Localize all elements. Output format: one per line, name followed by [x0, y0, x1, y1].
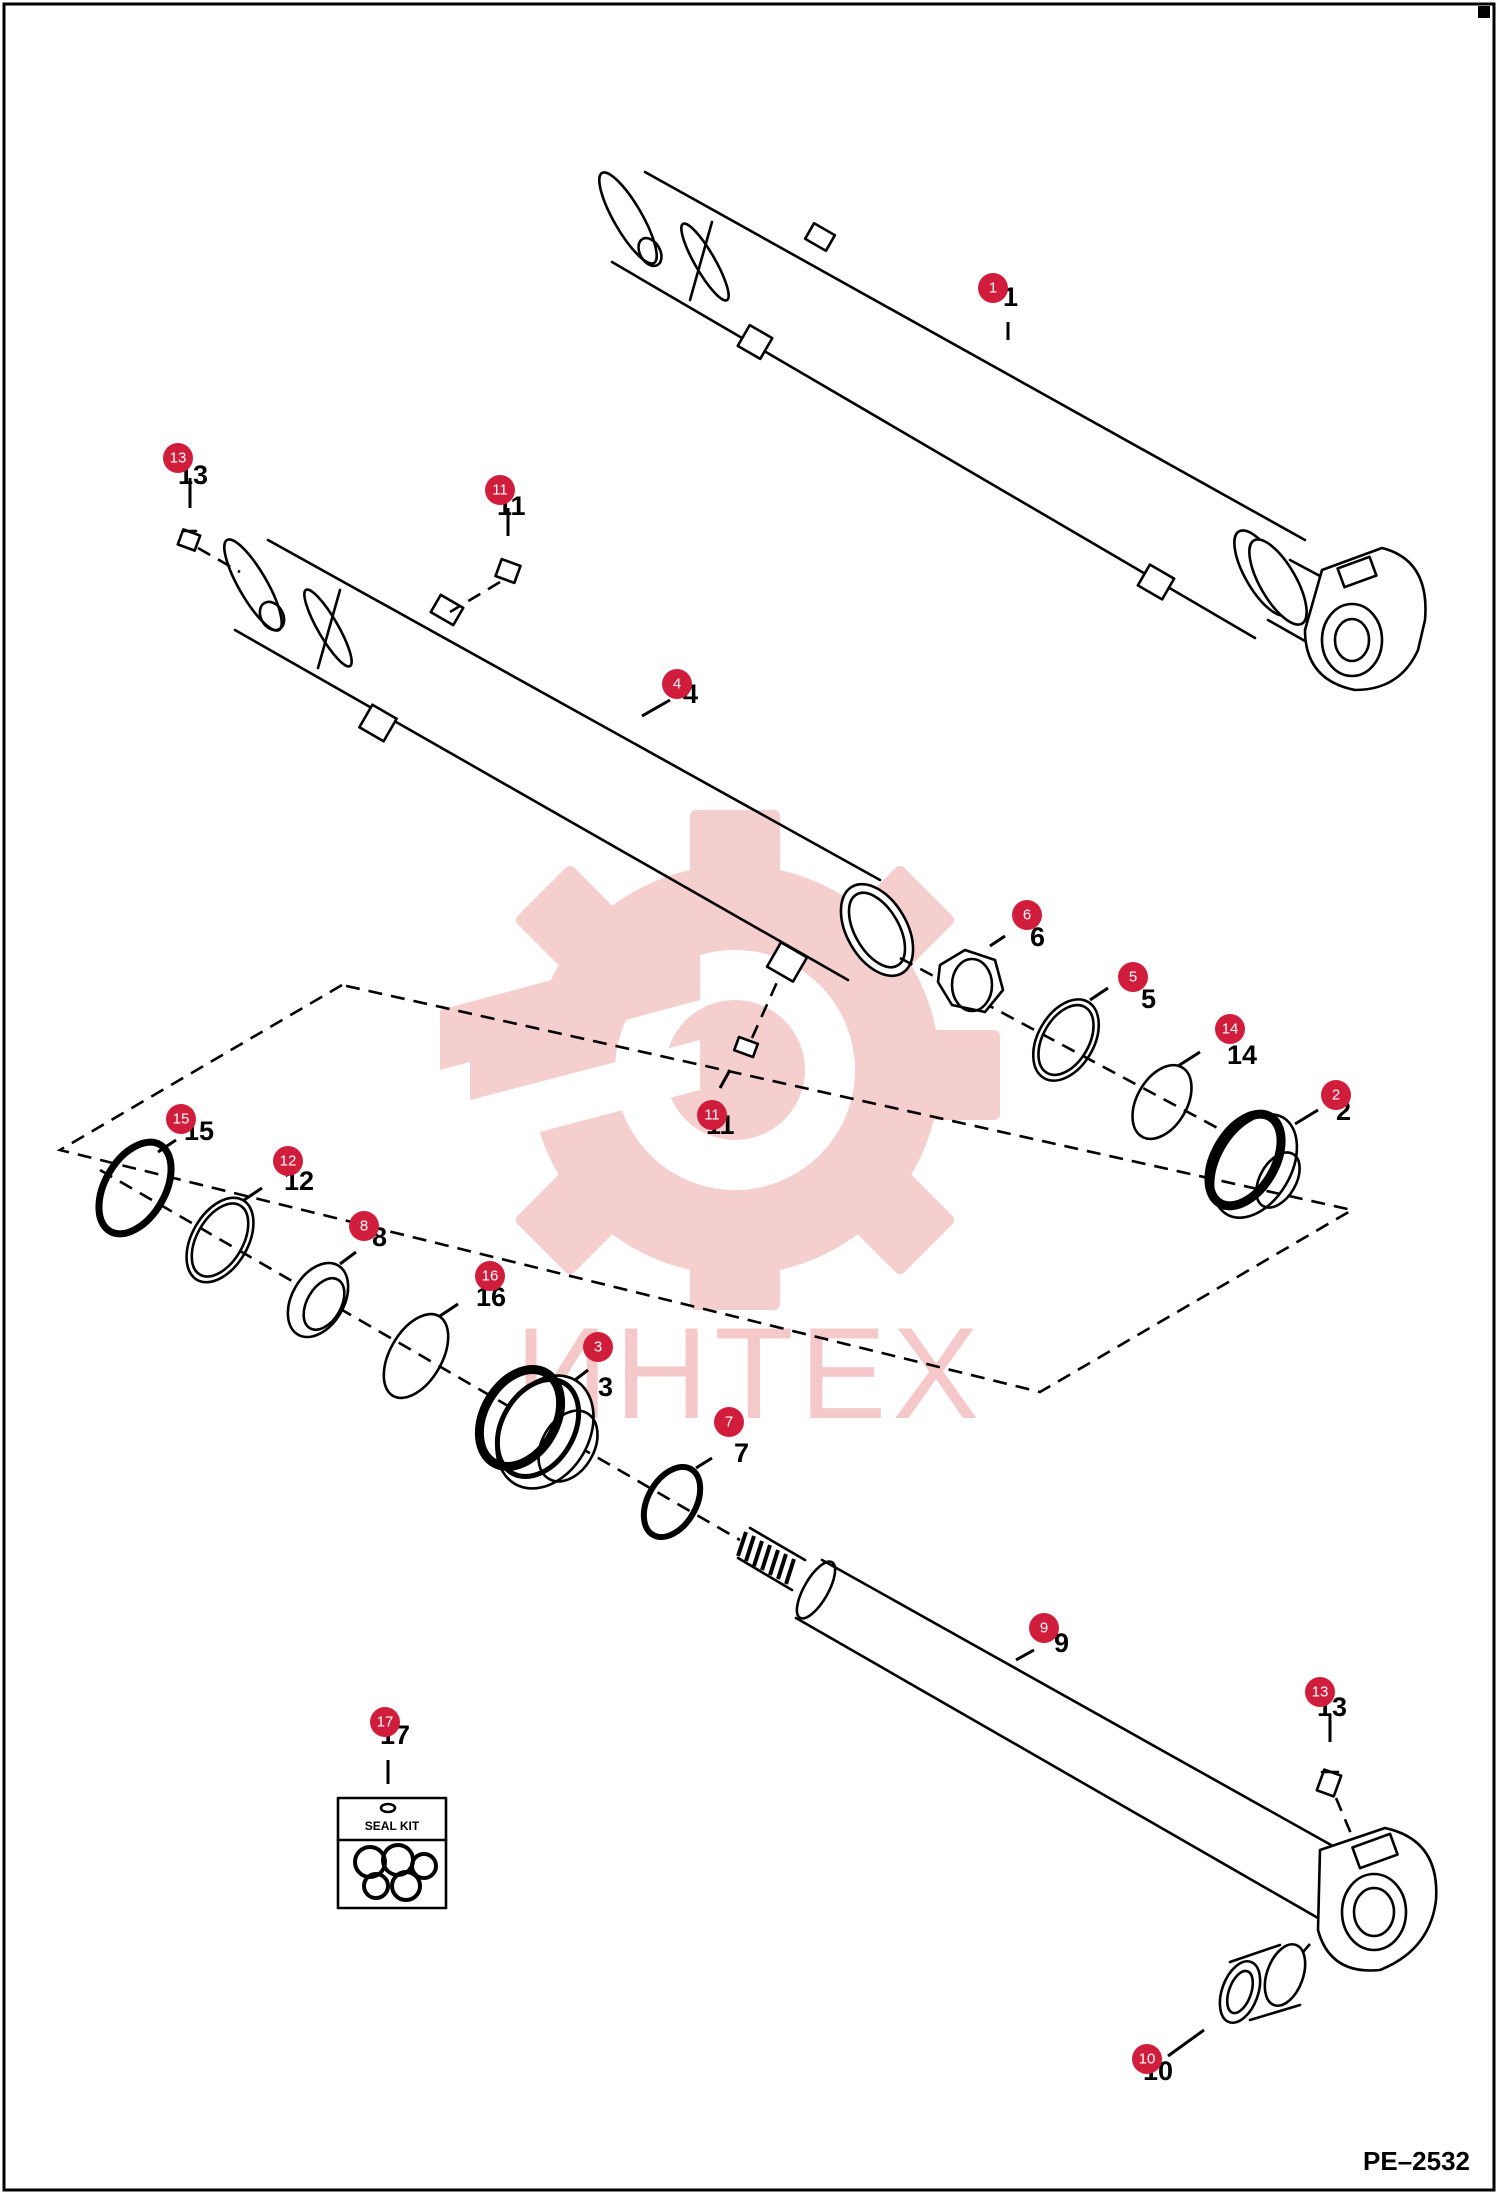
callout-badge-7[interactable]: 7	[714, 1407, 744, 1437]
svg-text:1: 1	[989, 280, 997, 297]
svg-text:10: 10	[1139, 2051, 1156, 2068]
callout-badge-15[interactable]: 15	[166, 1104, 196, 1134]
svg-text:11: 11	[492, 482, 508, 499]
leader-9	[1015, 1648, 1035, 1662]
svg-text:15: 15	[173, 1111, 190, 1128]
callout-badge-3[interactable]: 3	[583, 1332, 613, 1362]
callout-badge-6[interactable]: 6	[1012, 900, 1042, 930]
callout-badge-14[interactable]: 14	[1215, 1014, 1245, 1044]
svg-text:6: 6	[1023, 907, 1031, 924]
part-5-seal-ring	[1031, 986, 1109, 1082]
callout-badge-11-lower[interactable]: 11	[697, 1100, 727, 1130]
fitting-11-lower	[718, 979, 780, 1089]
callout-badge-2[interactable]: 2	[1321, 1080, 1351, 1110]
part-9-rod	[736, 1526, 1438, 1972]
part-1-cylinder-assembly	[598, 170, 1427, 692]
svg-text:6: 6	[1030, 922, 1045, 952]
svg-text:13: 13	[170, 450, 187, 467]
callout-badge-5[interactable]: 5	[1118, 962, 1148, 992]
part-3-head	[474, 1365, 599, 1490]
part-8-rod-seal	[286, 1250, 357, 1339]
svg-text:8: 8	[360, 1218, 368, 1235]
svg-text:14: 14	[1222, 1021, 1239, 1038]
callout-badge-16[interactable]: 16	[475, 1261, 505, 1291]
svg-text:12: 12	[280, 1153, 297, 1170]
part-2-piston	[1204, 1108, 1319, 1220]
svg-text:7: 7	[725, 1414, 733, 1431]
callout-badge-12[interactable]: 12	[273, 1146, 303, 1176]
svg-text:3: 3	[598, 1372, 613, 1402]
part-15-wiper	[95, 1138, 177, 1238]
svg-text:4: 4	[673, 676, 681, 693]
callout-badge-4[interactable]: 4	[662, 669, 692, 699]
seal-kit-label: SEAL KIT	[365, 1819, 420, 1833]
svg-text:9: 9	[1054, 1628, 1069, 1658]
callout-badge-17[interactable]: 17	[370, 1707, 400, 1737]
callout-badge-10[interactable]: 10	[1132, 2044, 1162, 2074]
leader-4	[641, 698, 671, 718]
callout-badge-13-upper[interactable]: 13	[163, 443, 193, 473]
callout-badge-8[interactable]: 8	[349, 1211, 379, 1241]
svg-text:17: 17	[377, 1714, 394, 1731]
svg-text:3: 3	[594, 1339, 602, 1356]
svg-text:11: 11	[704, 1107, 720, 1124]
part-4-cylinder-barrel	[223, 538, 915, 983]
part-16-o-ring	[382, 1302, 459, 1400]
diagram-code: PE–2532	[1363, 2146, 1470, 2176]
svg-text:13: 13	[1312, 1684, 1329, 1701]
part-17-seal-kit: SEAL KIT	[336, 1760, 448, 1910]
callout-badge-11-upper[interactable]: 11	[485, 475, 515, 505]
svg-text:2: 2	[1332, 1087, 1340, 1104]
part-6-nut	[936, 934, 1006, 1014]
svg-text:14: 14	[1227, 1040, 1257, 1070]
svg-text:9: 9	[1040, 1620, 1048, 1637]
svg-text:7: 7	[734, 1438, 749, 1468]
part-10-bushing	[1167, 1943, 1311, 2058]
callout-badge-9[interactable]: 9	[1029, 1613, 1059, 1643]
grease-fitting-13-lower	[1315, 1714, 1354, 1837]
part-7-ring	[640, 1456, 713, 1541]
callout-badge-1[interactable]: 1	[978, 273, 1008, 303]
explode-line-lower	[99, 1168, 741, 1542]
seal-kit-outline	[56, 983, 1356, 1394]
svg-text:5: 5	[1129, 969, 1137, 986]
corner-mark-tr	[1478, 6, 1490, 18]
watermark-gear-icon	[440, 810, 1000, 1310]
explode-line-upper	[899, 956, 1241, 1142]
callout-badge-13-lower[interactable]: 13	[1305, 1677, 1335, 1707]
fitting-11-upper	[449, 508, 522, 614]
svg-text:16: 16	[482, 1268, 499, 1285]
part-14-o-ring	[1131, 1050, 1201, 1141]
svg-text:5: 5	[1141, 984, 1156, 1014]
grease-fitting-13-upper	[176, 478, 241, 574]
part-12-backup-ring	[185, 1186, 263, 1284]
